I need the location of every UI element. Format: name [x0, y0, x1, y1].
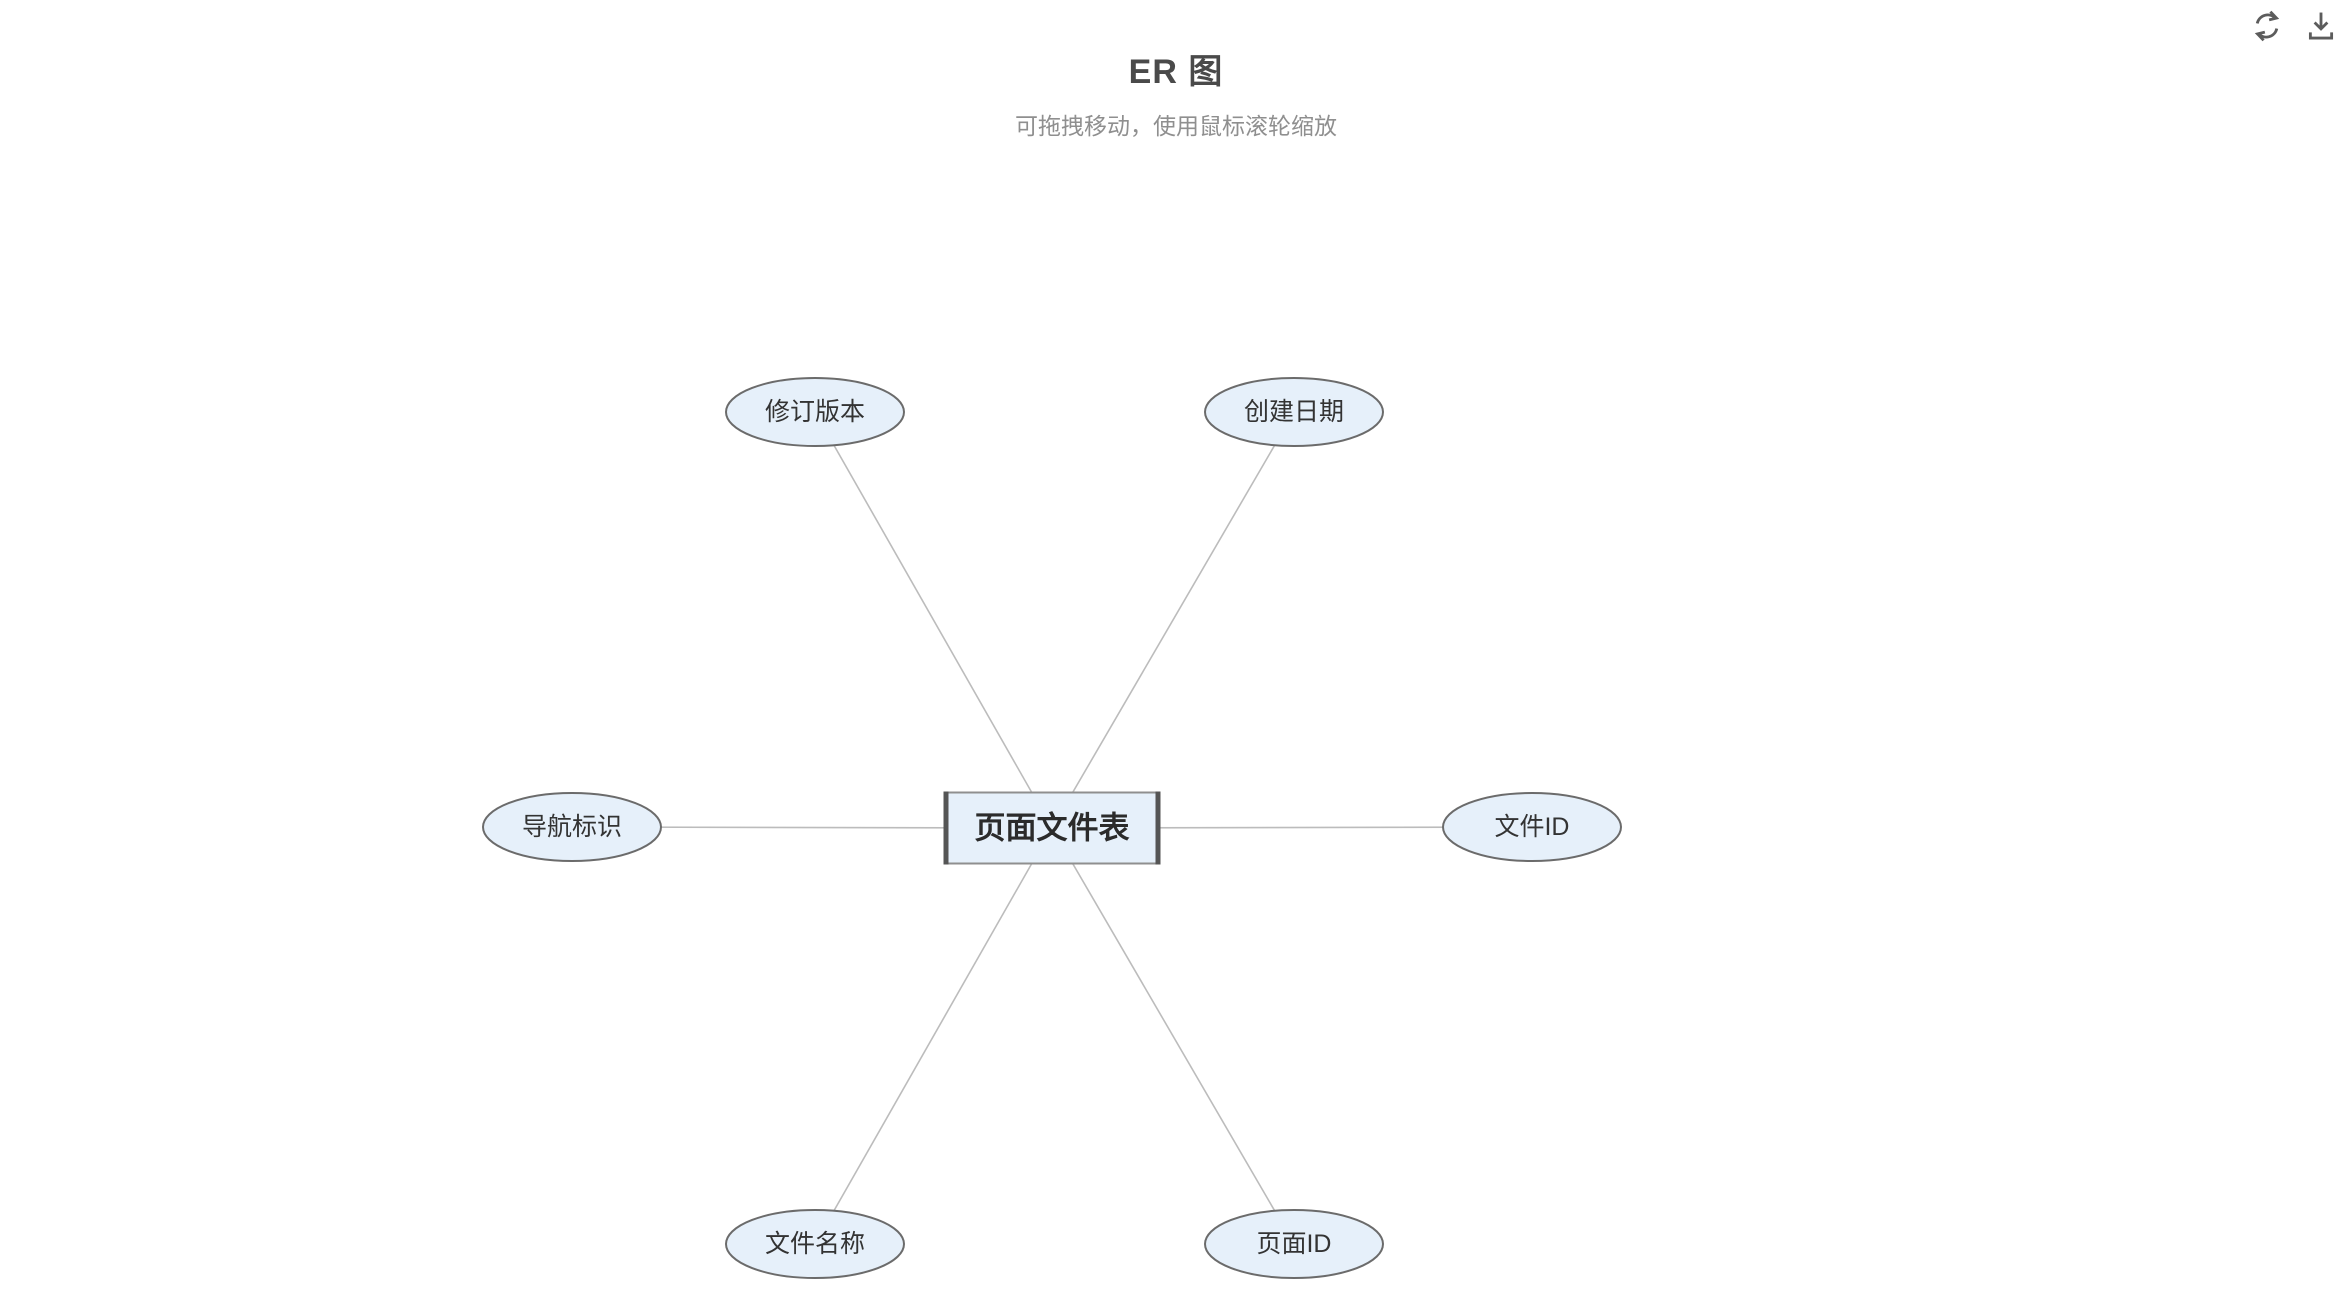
er-edge — [1051, 827, 1295, 1245]
attribute-node[interactable]: 修订版本 — [725, 377, 905, 447]
attribute-ellipse — [482, 792, 662, 862]
attribute-ellipse — [1204, 1209, 1384, 1279]
er-edge — [814, 411, 1053, 829]
attribute-node[interactable]: 文件ID — [1442, 792, 1622, 862]
attribute-label: 页面ID — [1256, 1230, 1331, 1258]
attribute-node[interactable]: 创建日期 — [1204, 377, 1384, 447]
attribute-ellipse — [1204, 377, 1384, 447]
toolbar — [2248, 8, 2340, 46]
attribute-node[interactable]: 文件名称 — [725, 1209, 905, 1279]
attribute-label: 修订版本 — [765, 398, 865, 426]
refresh-icon — [2250, 9, 2284, 46]
attribute-ellipse — [725, 1209, 905, 1279]
attribute-label: 创建日期 — [1244, 398, 1344, 426]
entity-label: 页面文件表 — [975, 811, 1130, 846]
entity-node[interactable]: 页面文件表 — [943, 791, 1161, 865]
attribute-label: 文件ID — [1494, 813, 1569, 841]
download-button[interactable] — [2302, 8, 2340, 46]
attribute-node[interactable]: 页面ID — [1204, 1209, 1384, 1279]
attribute-ellipse — [1442, 792, 1622, 862]
er-edge — [1051, 411, 1295, 829]
refresh-button[interactable] — [2248, 8, 2286, 46]
attribute-label: 导航标识 — [522, 813, 622, 841]
attribute-label: 文件名称 — [765, 1230, 865, 1258]
attribute-node[interactable]: 导航标识 — [482, 792, 662, 862]
entity-rect — [943, 791, 1161, 865]
attribute-ellipse — [725, 377, 905, 447]
download-icon — [2304, 9, 2338, 46]
er-edge — [814, 827, 1053, 1245]
